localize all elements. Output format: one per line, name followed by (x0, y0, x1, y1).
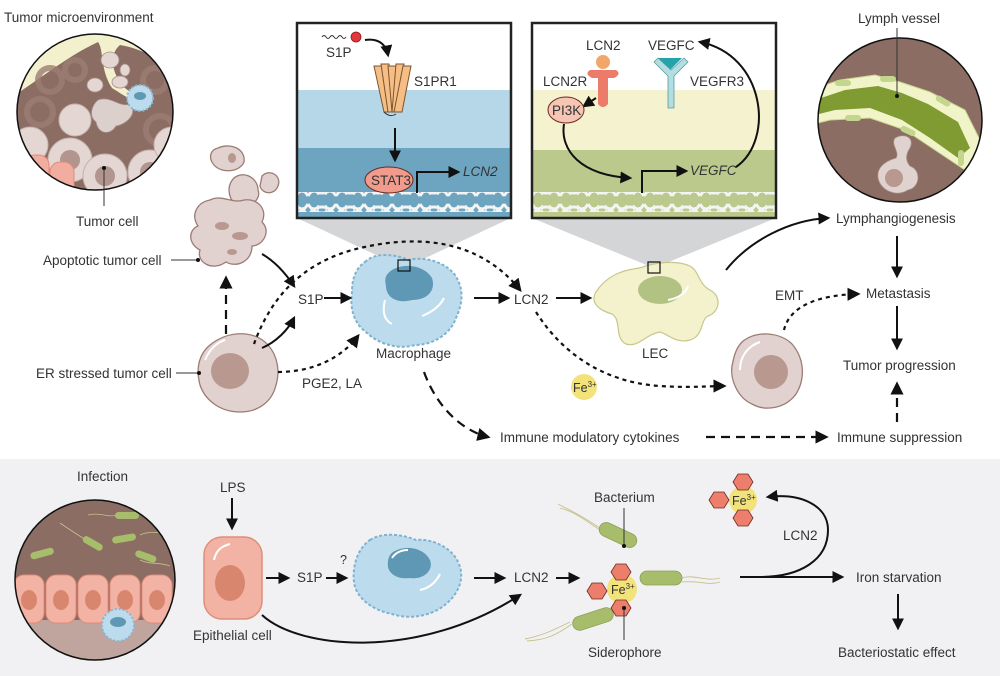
arrow-apoptotic-to-s1p (261, 253, 296, 288)
pi3k-label: PI3K (552, 103, 581, 118)
arrow-epithelial-to-lcn2 (261, 593, 523, 644)
macrophage-cell: Macrophage (350, 254, 463, 361)
lcn2r-label: LCN2R (543, 74, 588, 89)
lcn2-label: LCN2 (514, 292, 549, 307)
emt-label: EMT (775, 288, 804, 303)
lymphangiogenesis-label: Lymphangiogenesis (836, 211, 956, 226)
bacterium-label: Bacterium (594, 490, 655, 505)
immune-suppression-label: Immune suppression (837, 430, 962, 445)
lcn2-gene-label: LCN2 (463, 164, 498, 179)
siderophore-icon (610, 599, 632, 617)
arrow-macrophage-to-cytokines (422, 371, 491, 441)
bacteria-siderophore-cluster: Fe3+ Bacterium Siderophore (524, 490, 721, 660)
lec-zoom-wedge (532, 218, 776, 268)
macrophage-zoom-marker (397, 259, 411, 272)
bacteriostatic-label: Bacteriostatic effect (838, 645, 956, 660)
siderophore-icon (610, 563, 632, 581)
er-stressed-tumor-cell: ER stressed tumor cell (36, 333, 279, 413)
macrophage-signaling-inset: S1P S1PR1 STAT3 LCN2 (295, 21, 513, 220)
migrating-tumor-cell (731, 333, 803, 409)
vegfc-ligand-icon (657, 58, 682, 70)
siderophore-label: Siderophore (588, 645, 662, 660)
infection-title: Infection (77, 469, 128, 484)
lcn2r-receptor-icon (587, 70, 619, 107)
metastasis-label: Metastasis (866, 286, 931, 301)
s1pr1-receptor-icon (373, 63, 412, 117)
svg-text:Fe3+: Fe3+ (573, 380, 597, 395)
macrophage-zoom-wedge (297, 218, 511, 268)
arrow-lcn2-to-tumor-cell (535, 311, 727, 393)
er-stressed-cell-label: ER stressed tumor cell (36, 366, 172, 381)
iron-ion-icon: Fe3+ (571, 374, 597, 400)
stat3-label: STAT3 (371, 173, 411, 188)
lcn2-sequestered-iron-complex: Fe3+ (708, 473, 757, 527)
unknown-step-label: ? (340, 553, 347, 567)
tumor-microenvironment-title: Tumor microenvironment (4, 10, 154, 25)
lcn2-loop-label: LCN2 (783, 528, 818, 543)
tumor-progression-label: Tumor progression (843, 358, 956, 373)
lcn2-ligand-label: LCN2 (586, 38, 621, 53)
lec-label: LEC (642, 346, 669, 361)
infection-s1p-label: S1P (297, 570, 323, 585)
macrophage-label: Macrophage (376, 346, 451, 361)
s1pr1-label: S1PR1 (414, 74, 457, 89)
vegfr3-receptor-icon (653, 57, 689, 109)
vegfr3-label: VEGFR3 (690, 74, 744, 89)
lymph-vessel-inset: Lymph vessel (817, 11, 983, 203)
apoptotic-tumor-cell: Apoptotic tumor cell (43, 145, 280, 268)
iron-ion-icon (607, 574, 637, 604)
bacterium-icon (572, 607, 614, 631)
pge2-la-label: PGE2, LA (302, 376, 362, 391)
bacterium-icon (598, 522, 638, 548)
s1p-label: S1P (298, 292, 324, 307)
svg-text:Fe3+: Fe3+ (732, 493, 756, 508)
lymph-vessel-title: Lymph vessel (858, 11, 940, 26)
vegfc-gene-label: VEGFC (690, 163, 737, 178)
lec-signaling-inset: LCN2 LCN2R PI3K VEGFC VEGFR3 VEGFC (530, 21, 778, 220)
top-arrows (219, 212, 904, 444)
immune-cytokines-label: Immune modulatory cytokines (500, 430, 680, 445)
s1p-ligand-label: S1P (326, 45, 352, 60)
infection-macrophage-cell (352, 533, 463, 618)
arrow-er-to-s1p (261, 315, 296, 349)
siderophore-icon (586, 582, 608, 600)
lec-zoom-marker (647, 261, 661, 274)
epithelial-cell-label: Epithelial cell (193, 628, 272, 643)
arrow-pge2-to-macrophage (277, 333, 360, 374)
epithelial-cell: Epithelial cell (193, 536, 272, 643)
tumor-cell-label: Tumor cell (76, 214, 139, 229)
infection-inset: Infection (14, 469, 176, 661)
svg-text:Fe3+: Fe3+ (611, 582, 635, 597)
tme-macrophage-icon (126, 84, 154, 112)
arrow-lcn2-sequester-loop (759, 489, 830, 578)
iron-starvation-label: Iron starvation (856, 570, 942, 585)
infection-lcn2-label: LCN2 (514, 570, 549, 585)
tumor-microenvironment-inset: Tumor microenvironment (4, 10, 174, 229)
lps-label: LPS (220, 480, 246, 495)
vegfc-ligand-label: VEGFC (648, 38, 695, 53)
bacterium-icon (639, 570, 683, 586)
apoptotic-cell-label: Apoptotic tumor cell (43, 253, 162, 268)
lec-cell: LEC (593, 261, 719, 361)
arrow-er-to-lcn2 (252, 240, 522, 345)
arrow-lec-to-lymphangiogenesis (725, 212, 831, 271)
